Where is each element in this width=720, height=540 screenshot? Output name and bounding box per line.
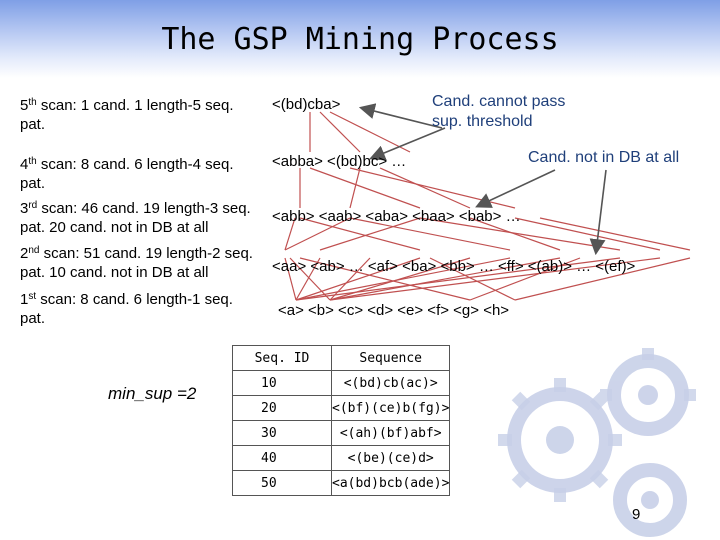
seq-id-cell: 30 — [232, 420, 332, 446]
column-header-seq-id: Seq. ID — [232, 345, 332, 371]
length-3-candidates: <abb> <aab> <aba> <baa> <bab> … — [272, 208, 521, 225]
sequence-cell: <(bd)cb(ac)> — [330, 370, 451, 396]
length-1-candidates: <a> <b> <c> <d> <e> <f> <g> <h> — [278, 302, 510, 319]
not-in-db-note: Cand. not in DB at all — [528, 149, 680, 166]
table-row: 30 <(ah)(bf)abf> — [232, 420, 451, 446]
seq-id-cell: 50 — [232, 470, 332, 496]
table-row: 20 <(bf)(ce)b(fg)> — [232, 395, 451, 421]
title-band — [0, 0, 720, 78]
scan-4-description: 4th scan: 8 cand. 6 length-4 seq. pat. — [20, 156, 234, 192]
table-row: 40 <(be)(ce)d> — [232, 445, 451, 471]
scan-3-description: 3rd scan: 46 cand. 19 length-3 seq. pat.… — [20, 200, 251, 236]
column-header-sequence: Sequence — [330, 345, 451, 371]
table-header-row: Seq. ID Sequence — [232, 345, 451, 371]
sequence-database-table: Seq. ID Sequence 10 <(bd)cb(ac)> 20 <(bf… — [232, 345, 451, 496]
length-5-candidates: <(bd)cba> — [272, 96, 341, 113]
seq-id-cell: 10 — [232, 370, 332, 396]
sequence-cell: <a(bd)bcb(ade)> — [330, 470, 451, 496]
sequence-cell: <(bf)(ce)b(fg)> — [330, 395, 451, 421]
table-row: 50 <a(bd)bcb(ade)> — [232, 470, 451, 496]
sequence-cell: <(be)(ce)d> — [330, 445, 451, 471]
seq-id-cell: 20 — [232, 395, 332, 421]
page-number: 9 — [632, 506, 641, 523]
length-2-candidates: <aa> <ab> … <af> <ba> <bb> … <ff> <(ab)>… — [272, 258, 636, 275]
min-sup-label: min_sup =2 — [108, 384, 197, 403]
scan-1-description: 1st scan: 8 cand. 6 length-1 seq. pat. — [20, 291, 233, 327]
seq-id-cell: 40 — [232, 445, 332, 471]
scan-5-description: 5th scan: 1 cand. 1 length-5 seq. pat. — [20, 97, 234, 133]
table-row: 10 <(bd)cb(ac)> — [232, 370, 451, 396]
page-title: The GSP Mining Process — [161, 22, 559, 57]
length-4-candidates: <abba> <(bd)bc> … — [272, 153, 407, 170]
sequence-cell: <(ah)(bf)abf> — [330, 420, 451, 446]
scan-2-description: 2nd scan: 51 cand. 19 length-2 seq. pat.… — [20, 245, 253, 281]
